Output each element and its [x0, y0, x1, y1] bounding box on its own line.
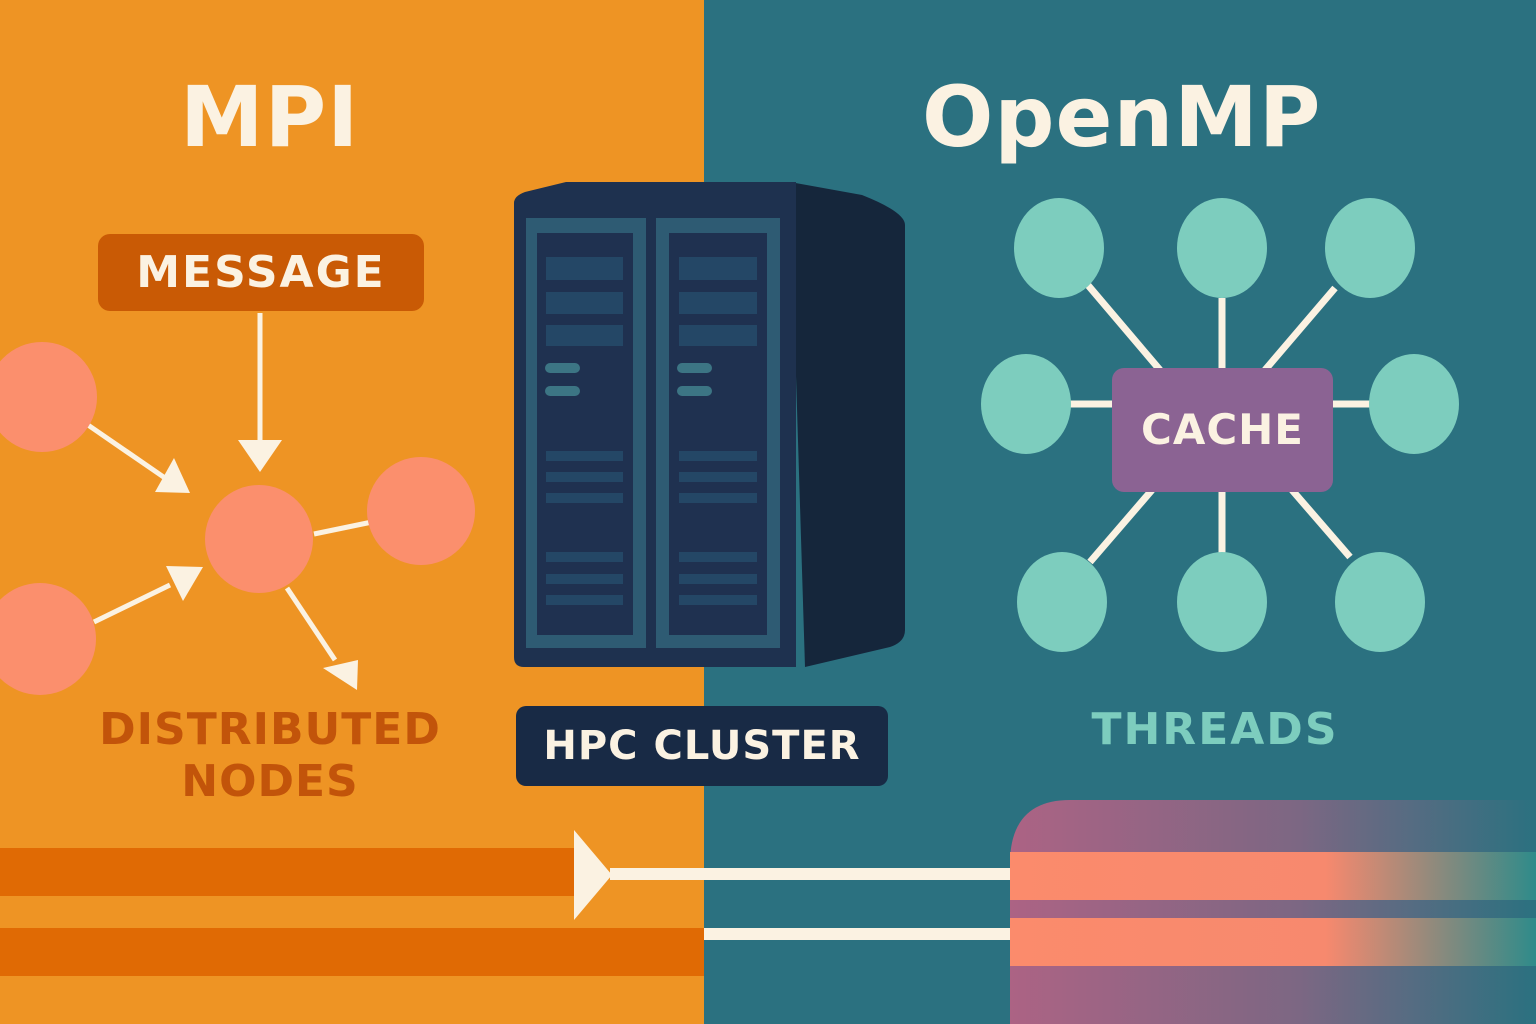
connector-line-bottom — [704, 928, 1010, 940]
arrowhead-icon — [238, 440, 282, 472]
cache-label: CACHE — [1112, 368, 1333, 492]
mpi-title: MPI — [180, 68, 360, 166]
message-label: MESSAGE — [98, 234, 424, 311]
node-arrow-3 — [284, 586, 338, 662]
arrowhead-icon — [574, 830, 612, 920]
thread-node — [1325, 198, 1415, 298]
left-stripe-top — [0, 848, 586, 896]
server-rack-icon — [514, 182, 905, 667]
node-arrow-2 — [92, 582, 172, 625]
distributed-nodes-caption: DISTRIBUTED NODES — [80, 704, 460, 808]
thread-node — [981, 354, 1071, 454]
caption-line-1: DISTRIBUTED — [99, 704, 441, 755]
spoke — [1262, 285, 1338, 373]
gradient-stripe-top — [1010, 852, 1536, 900]
arrowhead-icon — [155, 458, 190, 493]
thread-node — [1335, 552, 1425, 652]
mpi-node-central — [205, 485, 313, 593]
node-link — [313, 519, 373, 537]
arrowhead-icon — [323, 660, 358, 690]
left-stripe-bottom — [0, 928, 704, 976]
spoke — [1289, 487, 1353, 560]
spoke — [1087, 487, 1155, 565]
mpi-node — [367, 457, 475, 565]
caption-line-2: NODES — [181, 756, 359, 807]
gradient-stripe-bottom — [1010, 918, 1536, 966]
thread-node — [1369, 354, 1459, 454]
arrowhead-icon — [166, 566, 203, 601]
thread-node — [1177, 198, 1267, 298]
spoke — [1084, 281, 1163, 373]
thread-node — [1177, 552, 1267, 652]
openmp-title: OpenMP — [922, 68, 1322, 166]
mpi-node — [0, 342, 97, 452]
connector-line-top — [610, 868, 1010, 880]
node-arrow-1 — [86, 422, 167, 481]
threads-caption: THREADS — [1091, 704, 1339, 755]
thread-node — [1014, 198, 1104, 298]
mpi-node — [0, 583, 96, 695]
thread-node — [1017, 552, 1107, 652]
hpc-cluster-label: HPC CLUSTER — [516, 706, 888, 786]
gradient-block — [1010, 800, 1536, 1024]
